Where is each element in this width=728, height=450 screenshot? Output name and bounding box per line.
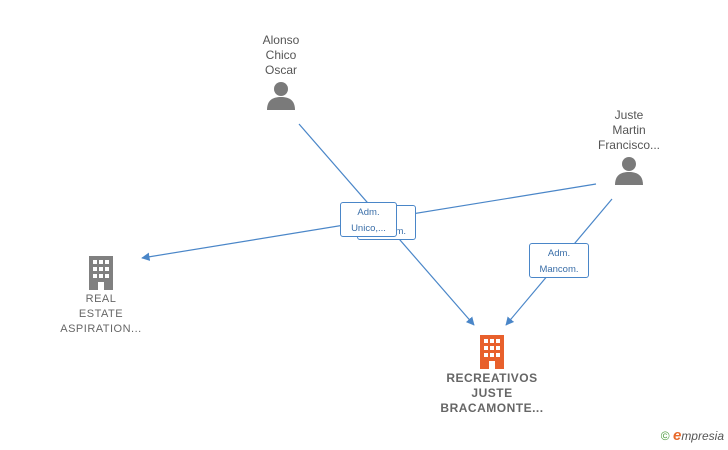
node-real-estate[interactable]: REAL ESTATE ASPIRATION...	[51, 254, 151, 337]
node-real-estate-label: REAL ESTATE ASPIRATION...	[60, 293, 142, 335]
node-juste[interactable]: Juste Martin Francisco...	[586, 108, 672, 187]
empresia-logo-initial: e	[672, 427, 682, 444]
edge-label-mancom[interactable]: Adm. Mancom.	[529, 243, 589, 278]
brand-footer: © empresia	[661, 427, 724, 444]
copyright-symbol: ©	[660, 429, 670, 443]
person-icon	[615, 157, 643, 185]
building-icon	[480, 335, 504, 369]
person-icon	[267, 82, 295, 110]
node-alonso-label: Alonso Chico Oscar	[262, 33, 300, 77]
building-icon	[89, 256, 113, 290]
node-recreativos-label: RECREATIVOS JUSTE BRACAMONTE...	[440, 371, 544, 415]
empresia-logo-text: mpresia	[681, 429, 724, 443]
node-juste-label: Juste Martin Francisco...	[597, 108, 660, 152]
node-recreativos[interactable]: RECREATIVOS JUSTE BRACAMONTE...	[427, 333, 557, 416]
edge-label-unico[interactable]: Adm. Unico,...	[340, 202, 397, 237]
node-alonso[interactable]: Alonso Chico Oscar	[241, 33, 321, 112]
